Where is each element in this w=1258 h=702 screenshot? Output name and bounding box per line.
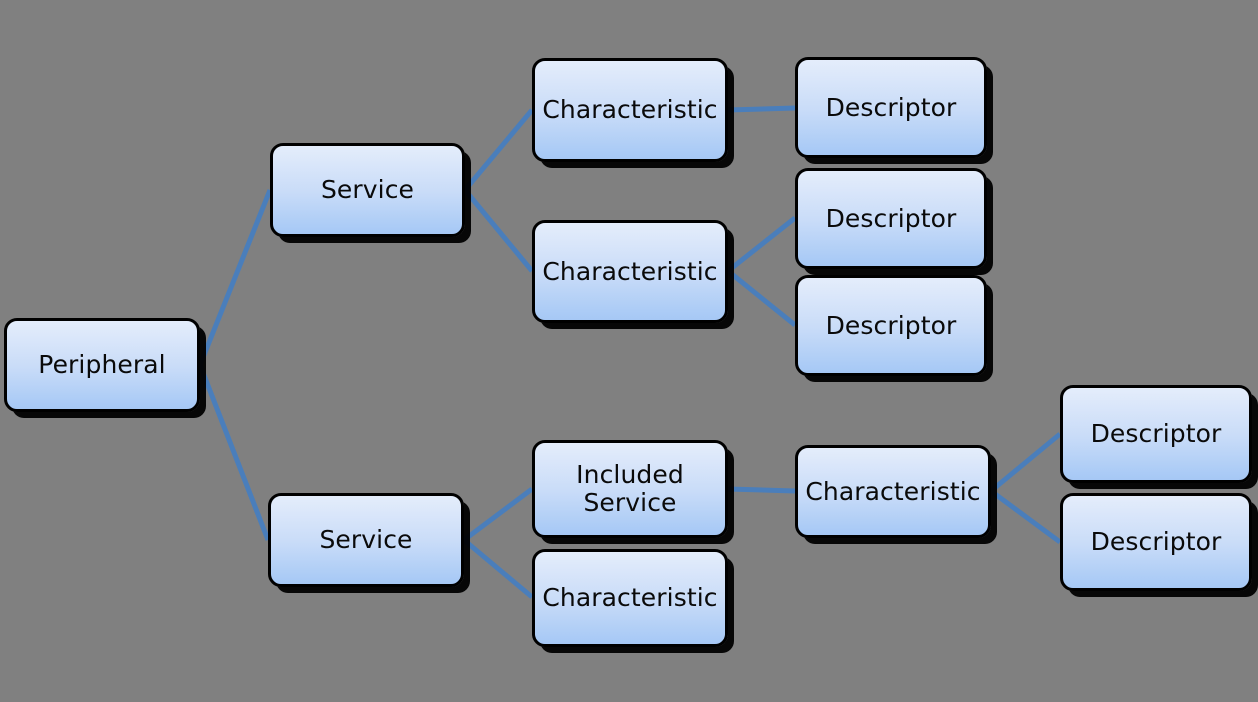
- node-label: Peripheral: [38, 350, 166, 379]
- node-label: Characteristic: [805, 476, 981, 506]
- edge-peripheral-to-service-bottom: [197, 364, 271, 541]
- edge-service-bottom-to-characteristic-3: [462, 538, 534, 599]
- node-descriptor-5[interactable]: Descriptor: [1060, 493, 1252, 591]
- edge-service-bottom-to-included-service: [462, 487, 534, 542]
- node-label: Descriptor: [825, 92, 957, 122]
- edge-characteristic-4-to-descriptor-5: [989, 488, 1062, 545]
- node-label: Characteristic: [542, 583, 718, 612]
- node-descriptor-4[interactable]: Descriptor: [1060, 385, 1252, 483]
- edge-service-top-to-characteristic-2: [463, 188, 534, 273]
- node-label: Descriptor: [1090, 527, 1222, 556]
- node-characteristic-4[interactable]: Characteristic: [795, 445, 991, 538]
- node-label: Descriptor: [825, 310, 957, 340]
- node-included-service[interactable]: Included Service: [532, 440, 728, 538]
- node-peripheral[interactable]: Peripheral: [4, 318, 200, 412]
- node-label: Included Service: [576, 460, 684, 517]
- edge-peripheral-to-service-top: [197, 189, 273, 366]
- node-characteristic-2[interactable]: Characteristic: [532, 220, 728, 323]
- node-label: Service: [320, 175, 415, 204]
- edge-service-top-to-characteristic-1: [463, 108, 534, 192]
- node-service-bottom[interactable]: Service: [268, 493, 464, 587]
- edge-characteristic-2-to-descriptor-3: [726, 269, 797, 327]
- node-descriptor-3[interactable]: Descriptor: [795, 275, 987, 376]
- node-label: Descriptor: [825, 203, 957, 233]
- edge-characteristic-4-to-descriptor-4: [989, 432, 1062, 493]
- node-descriptor-2[interactable]: Descriptor: [795, 168, 987, 269]
- node-characteristic-3[interactable]: Characteristic: [532, 549, 728, 647]
- node-label: Characteristic: [542, 256, 718, 286]
- edge-characteristic-2-to-descriptor-2: [726, 216, 797, 273]
- node-label: Characteristic: [542, 95, 718, 124]
- node-service-top[interactable]: Service: [270, 143, 465, 237]
- edge-included-service-to-characteristic-4: [727, 486, 796, 494]
- edge-characteristic-1-to-descriptor-1: [727, 105, 796, 113]
- node-label: Service: [319, 525, 413, 554]
- node-descriptor-1[interactable]: Descriptor: [795, 57, 987, 158]
- node-characteristic-1[interactable]: Characteristic: [532, 58, 728, 162]
- node-label: Descriptor: [1090, 419, 1222, 448]
